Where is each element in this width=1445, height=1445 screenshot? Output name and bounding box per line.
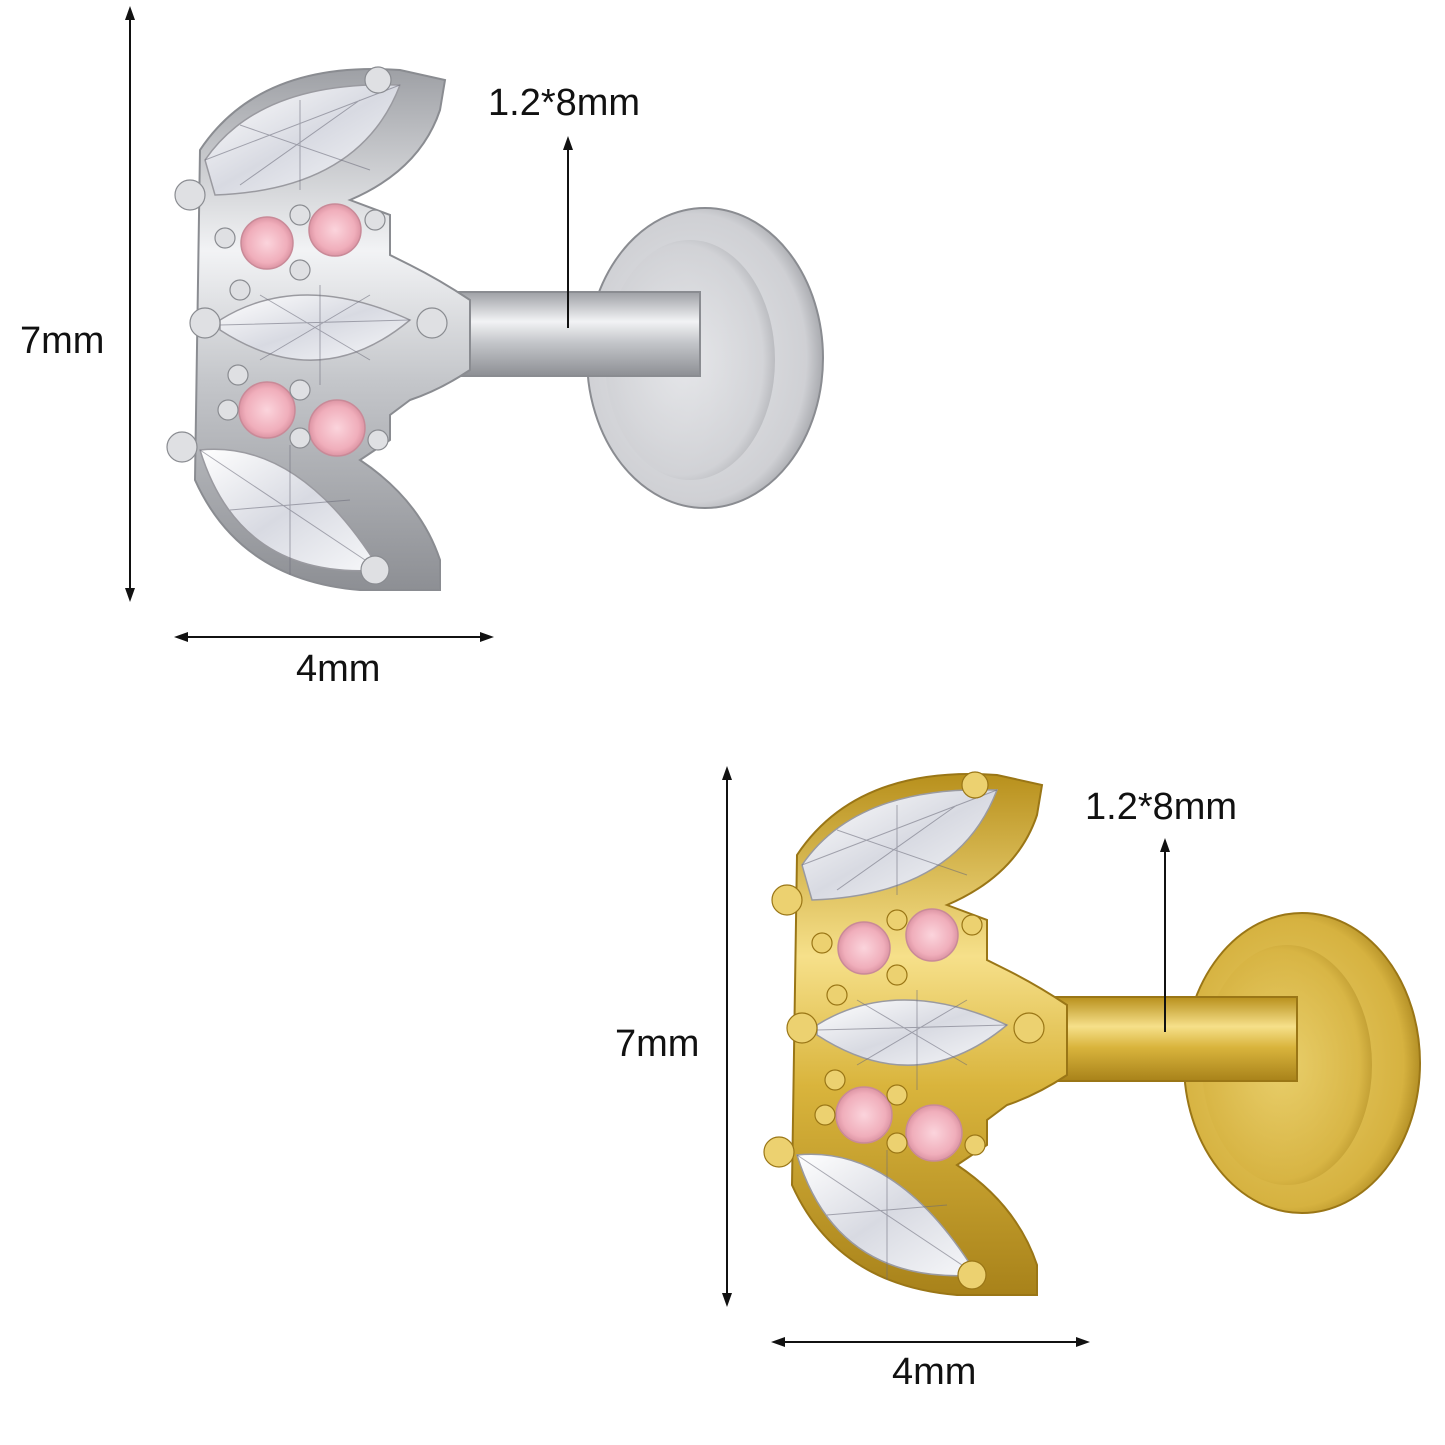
silver-earring — [166, 66, 824, 591]
gold-bar-arrow — [1160, 838, 1170, 1032]
gold-earring — [763, 771, 1421, 1296]
gold-height-label: 7mm — [615, 1023, 700, 1065]
gold-bar-label: 1.2*8mm — [1085, 786, 1238, 828]
gold-width-label: 4mm — [892, 1351, 977, 1393]
silver-width-arrow — [174, 632, 494, 642]
silver-width-label: 4mm — [296, 648, 381, 690]
silver-bar-arrow — [563, 136, 573, 328]
silver-height-arrow — [125, 6, 135, 602]
silver-bar-label: 1.2*8mm — [488, 82, 641, 124]
gold-width-arrow — [771, 1337, 1090, 1347]
silver-height-label: 7mm — [20, 320, 105, 362]
gold-height-arrow — [722, 766, 732, 1307]
